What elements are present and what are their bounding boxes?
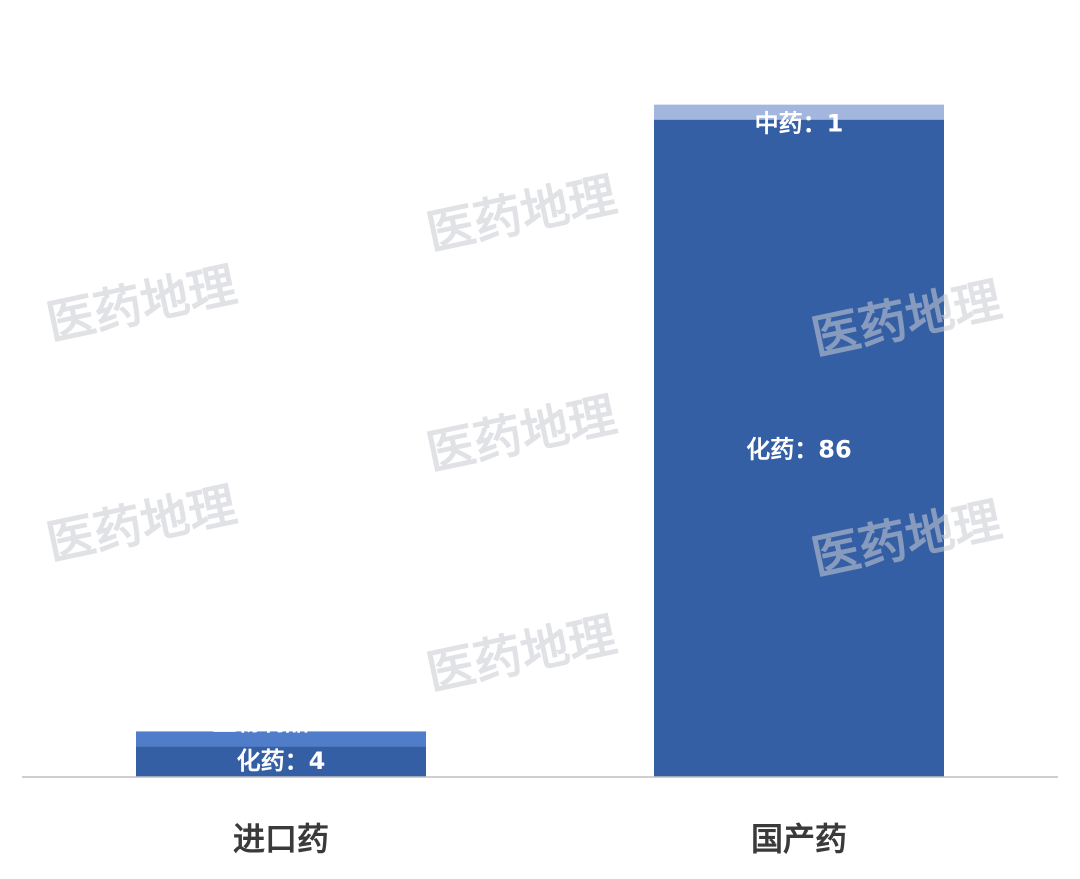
segment-labels-layer: 化药：4 生物制品：1 化药：86 中药：1 xyxy=(213,110,852,775)
category-label-2: 国产药 xyxy=(751,820,847,858)
category-label-1: 进口药 xyxy=(233,820,329,858)
bar-segment-1-1 xyxy=(136,746,426,777)
segment-label-1-2: 生物制品：1 xyxy=(213,708,350,736)
watermark-7: 医药地理 xyxy=(422,607,621,702)
bars-layer xyxy=(136,104,944,777)
segment-label-2-2: 中药：1 xyxy=(755,110,844,138)
watermark-4: 医药地理 xyxy=(422,387,621,482)
watermark-2: 医药地理 xyxy=(422,167,621,262)
segment-label-2-1: 化药：86 xyxy=(746,435,851,463)
bar-segment-1-2 xyxy=(136,731,426,747)
category-labels-layer: 进口药 国产药 xyxy=(233,820,847,858)
watermark-1: 医药地理 xyxy=(42,257,241,352)
bar-segment-2-1 xyxy=(654,119,944,777)
watermark-3: 医药地理 xyxy=(42,477,241,572)
segment-label-1-1: 化药：4 xyxy=(237,747,326,775)
bar-segment-2-3 xyxy=(654,104,944,120)
